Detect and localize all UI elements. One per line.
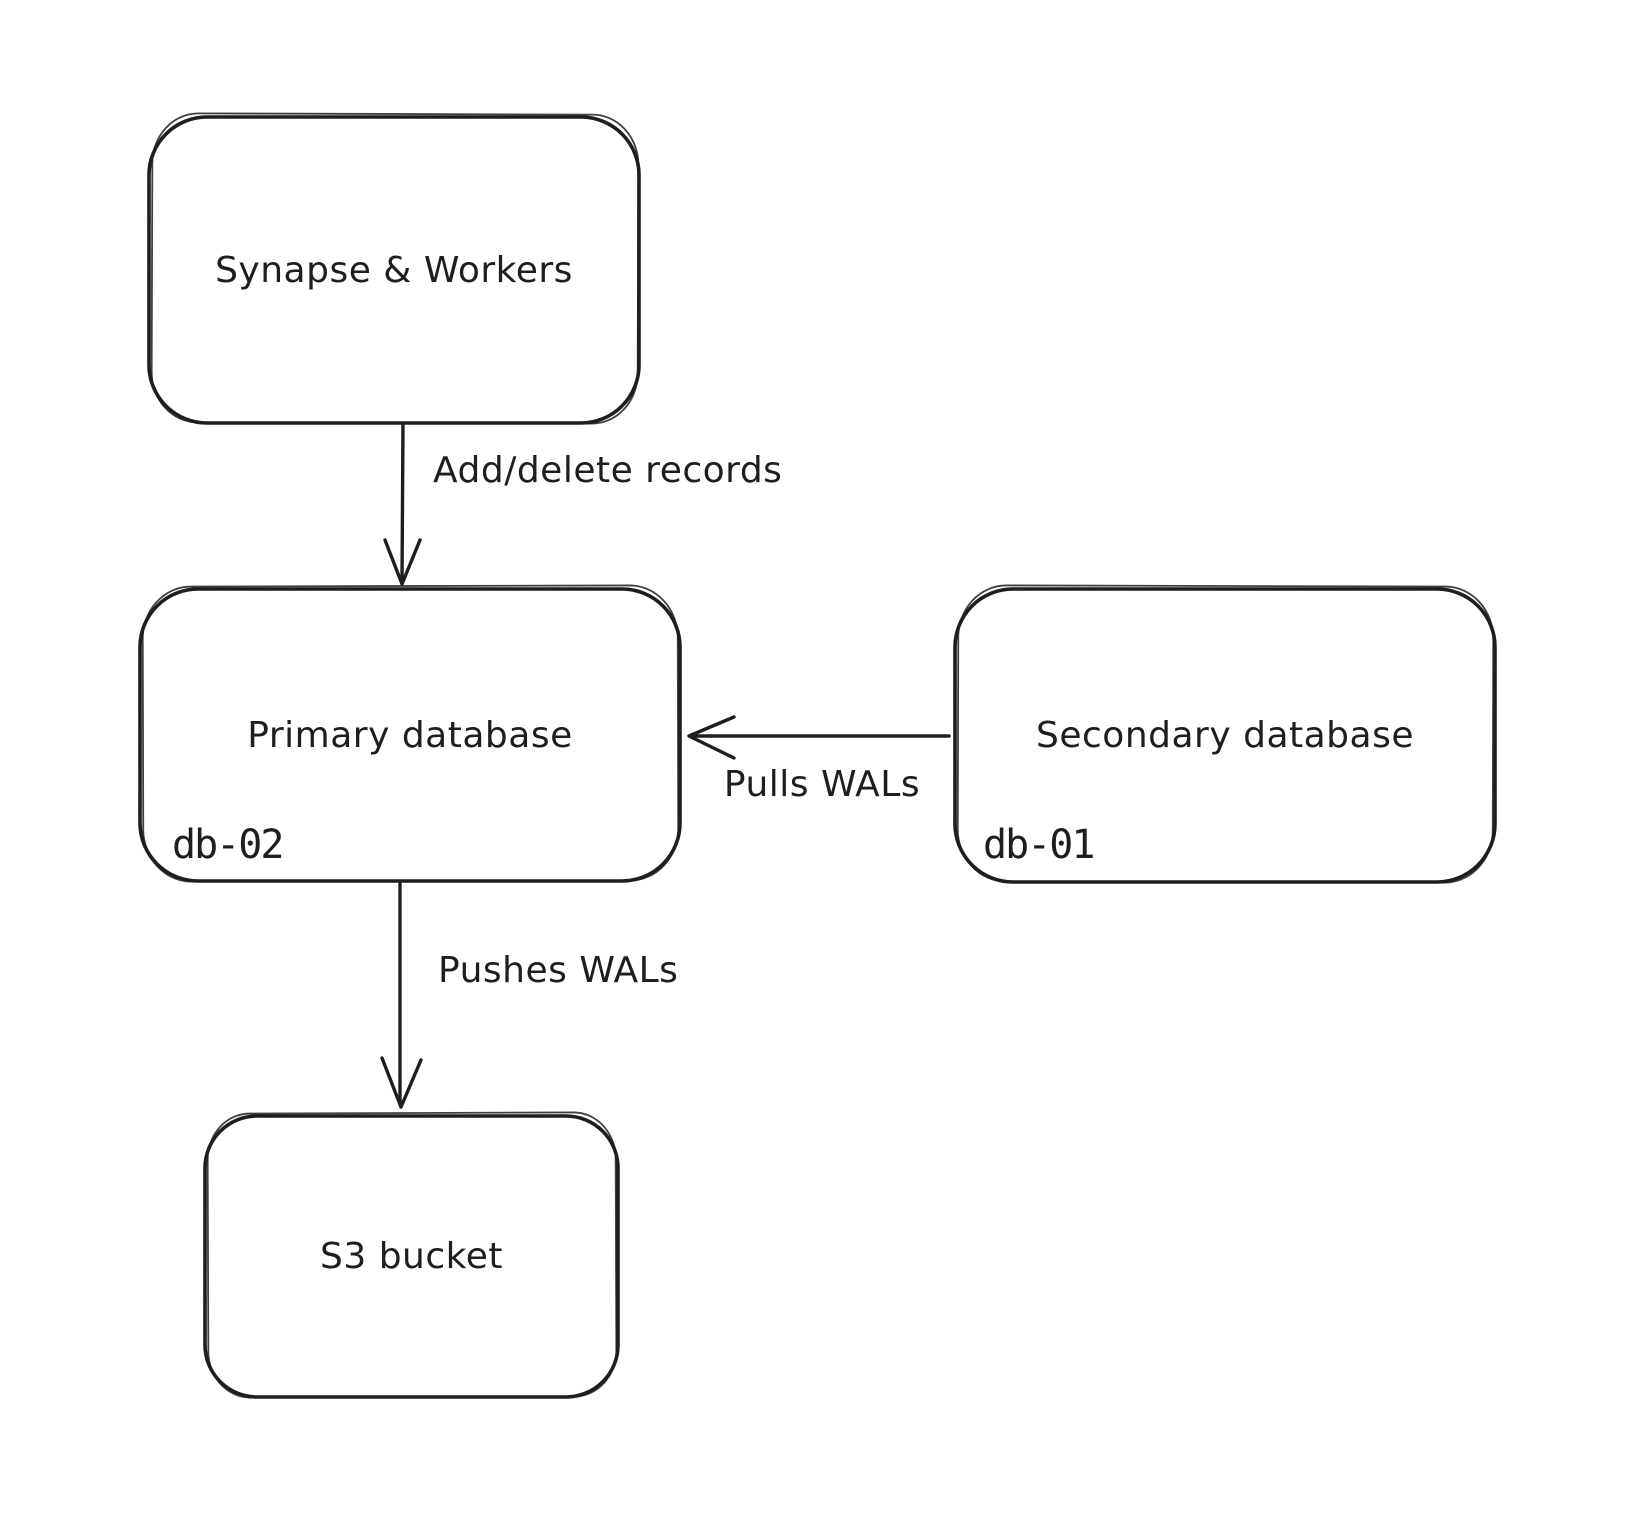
add-delete-records-arrow — [383, 421, 422, 586]
s3-bucket-node-shape — [203, 1111, 620, 1399]
pulls-wals-arrow — [687, 715, 951, 760]
primary-database-node-shape — [138, 584, 682, 883]
pushes-wals-arrow — [380, 882, 423, 1109]
secondary-database-node-shape — [953, 584, 1497, 884]
synapse-workers-node-shape — [147, 112, 641, 425]
